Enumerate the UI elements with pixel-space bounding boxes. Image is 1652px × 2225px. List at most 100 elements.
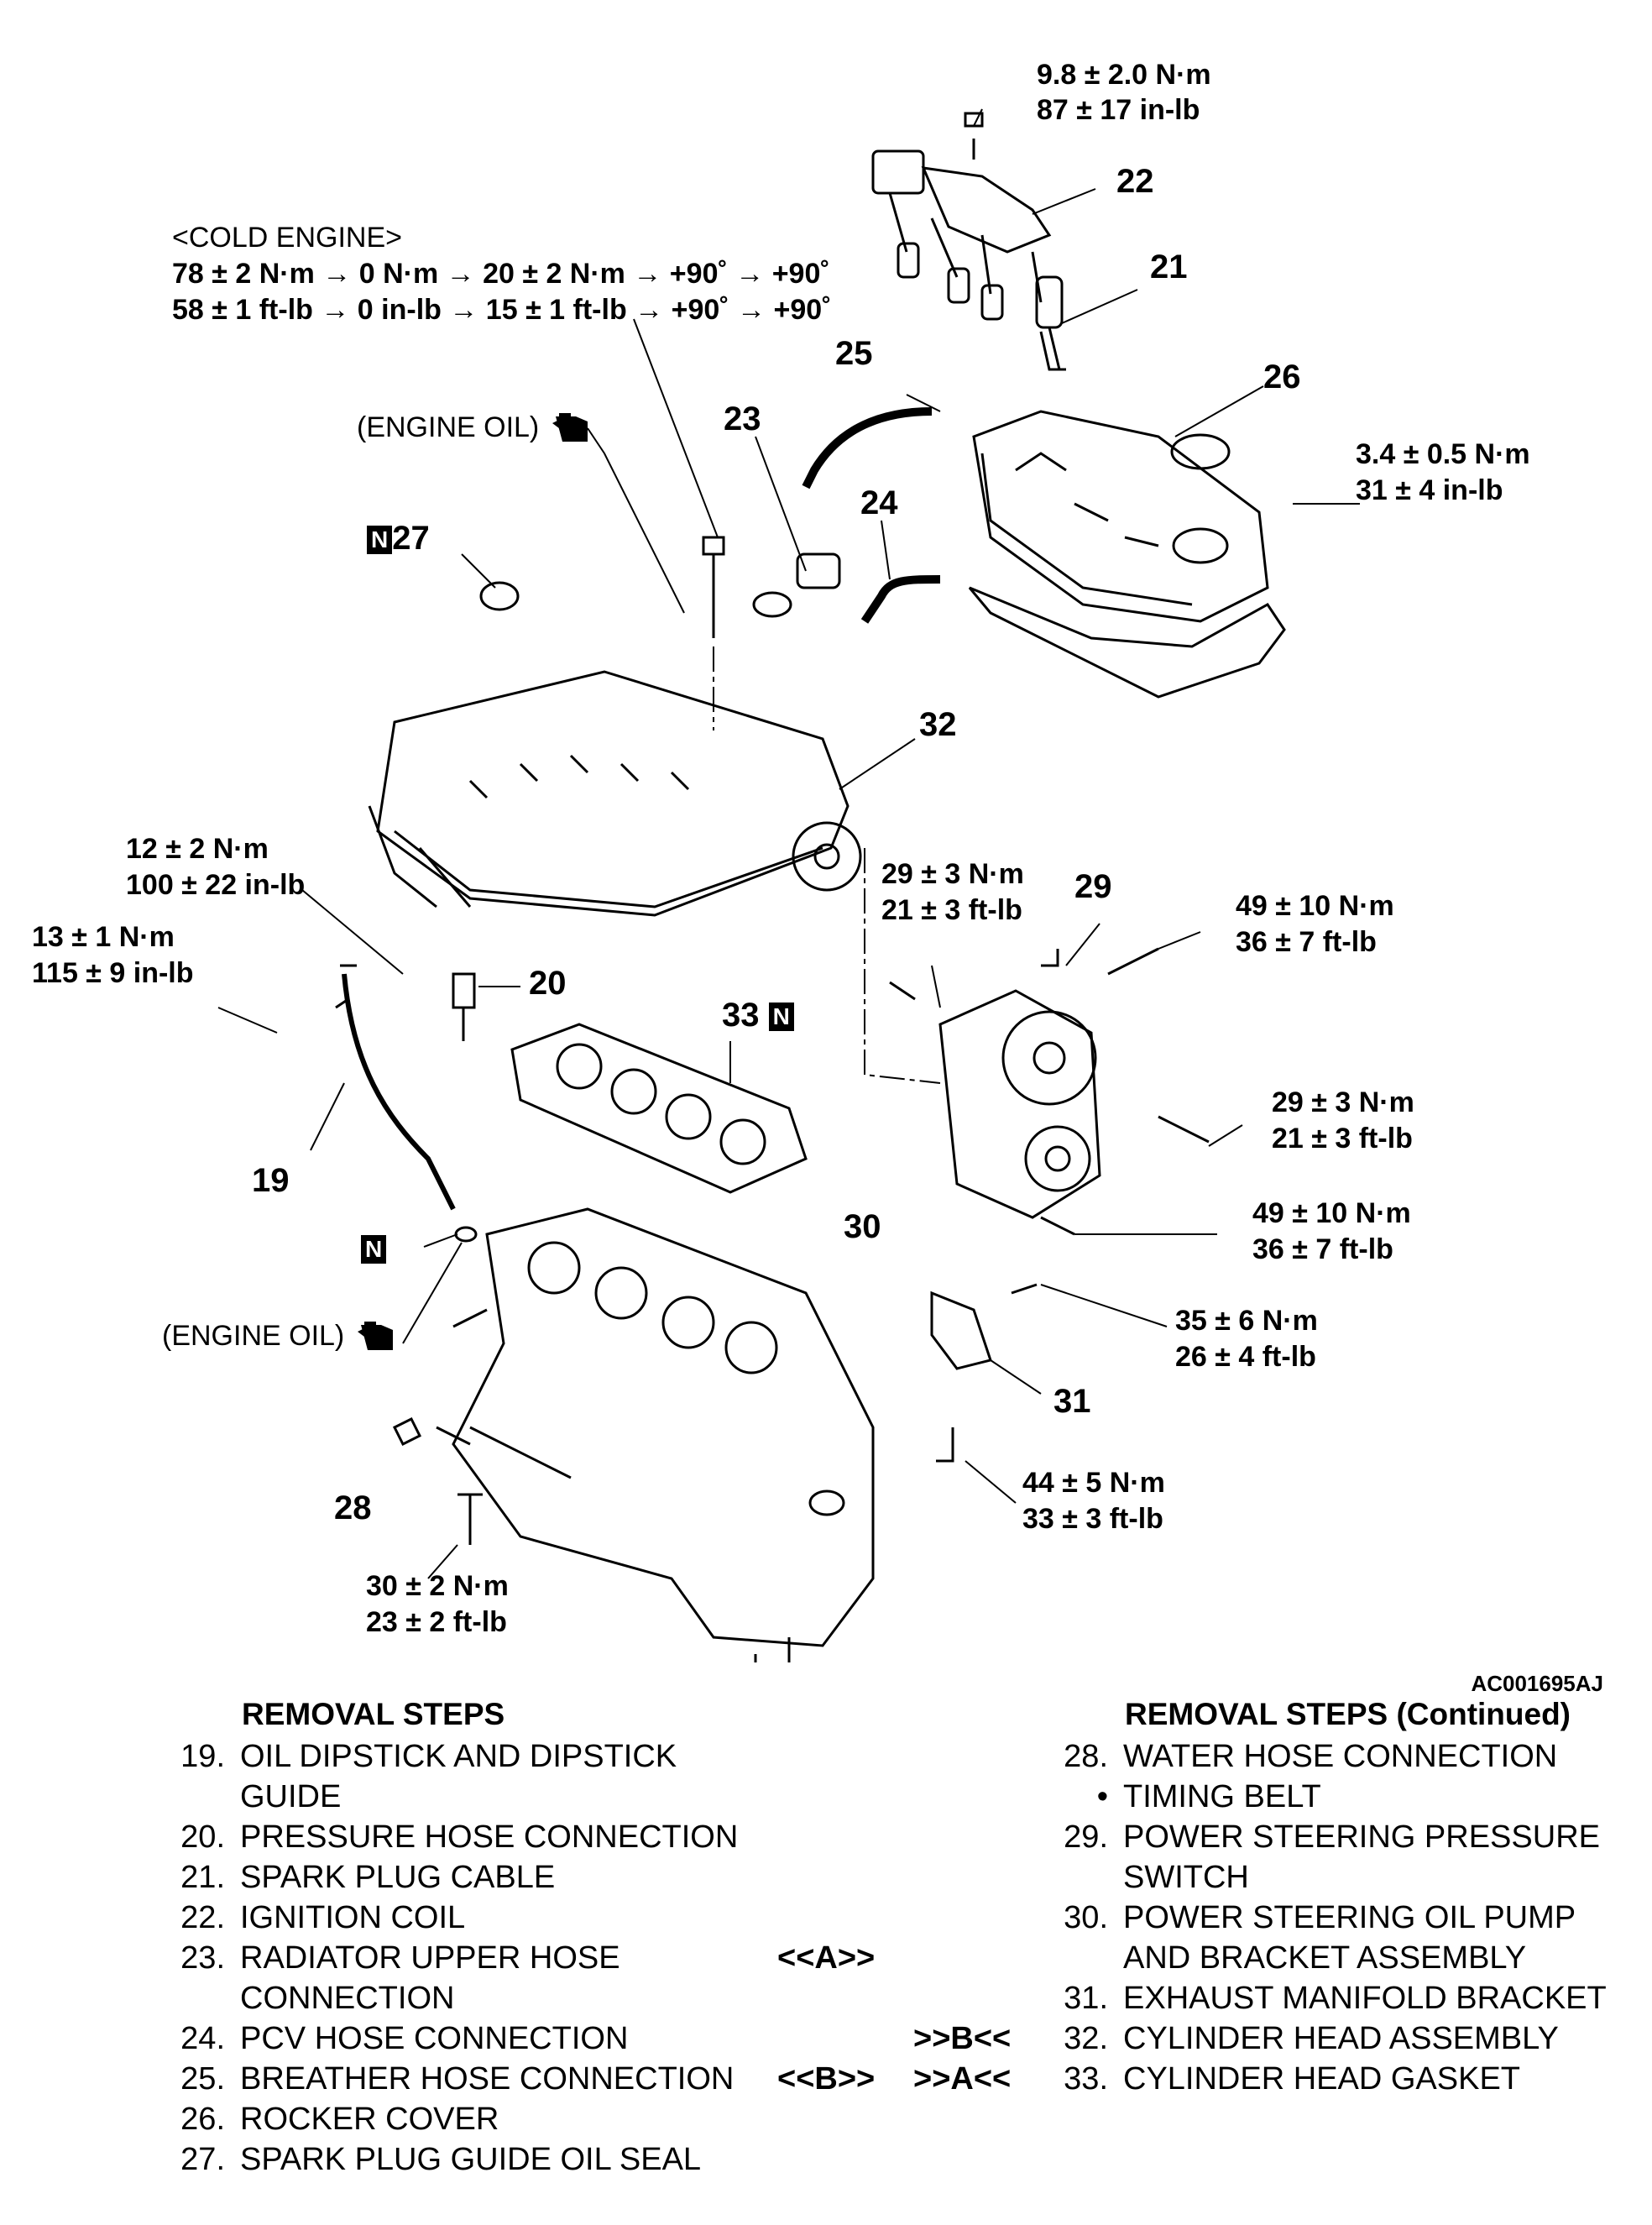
ps-pump-drawing (889, 947, 1210, 1236)
coil-torque-inlb: 87 ± 17 in-lb (1037, 94, 1200, 126)
steps-list: 19. OIL DIPSTICK AND DIPSTICK GUIDE 20. PRES… (166, 1736, 1022, 2180)
step-text: PRESSURE HOSE CONNECTION (240, 1819, 739, 1855)
step-text: OIL DIPSTICK AND DIPSTICK (240, 1739, 677, 1774)
step-number: 24. (180, 2021, 225, 2056)
step-number: • (1096, 1779, 1108, 1814)
step-number: 23. (180, 1940, 225, 1976)
step-row: 22. IGNITION COIL (166, 1898, 1022, 1938)
step-row: SWITCH (1049, 1857, 1637, 1898)
callout-24: 24 (860, 484, 898, 521)
step-row: 28.WATER HOSE CONNECTION (1049, 1736, 1637, 1777)
step-text: CYLINDER HEAD GASKET (1123, 2061, 1520, 2097)
pump-right-torque-ftlb: 21 ± 3 ft-lb (1272, 1123, 1413, 1154)
cover-torque-inlb: 31 ± 4 in-lb (1356, 474, 1503, 506)
step-text: GUIDE (240, 1779, 342, 1814)
exploded-engine-diagram: 9.8 ± 2.0 N·m 87 ± 17 in-lb 22 21 <COLD … (32, 59, 1530, 1662)
step-text: AND BRACKET ASSEMBLY (1123, 1940, 1527, 1976)
step-text: SWITCH (1123, 1860, 1249, 1895)
step-text: SPARK PLUG GUIDE OIL SEAL (240, 2142, 702, 2177)
pump-bolt-torque-ftlb: 36 ± 7 ft-lb (1236, 926, 1377, 958)
bracket-torque-nm: 35 ± 6 N·m (1175, 1305, 1318, 1337)
step-row: AND BRACKET ASSEMBLY (1049, 1938, 1637, 1978)
step-row: 24.PCV HOSE CONNECTION>>B<< (166, 2018, 1022, 2059)
steps-heading: REMOVAL STEPS (242, 1697, 505, 1731)
callout-30: 30 (844, 1208, 881, 1245)
callout-33: 33 N (722, 997, 794, 1033)
pressure-switch-drawing (452, 972, 476, 1041)
engine-oil-text: (ENGINE OIL) (357, 411, 540, 443)
ignition-coil-drawing (871, 112, 1066, 371)
removal-service-mark: <<A>> (777, 1940, 876, 1976)
step-text: EXHAUST MANIFOLD BRACKET (1123, 1981, 1607, 2016)
step-text: CONNECTION (240, 1981, 455, 2016)
step-number: 31. (1064, 1981, 1108, 2016)
step-text: CYLINDER HEAD ASSEMBLY (1123, 2021, 1559, 2056)
leader-lines (217, 108, 1360, 1579)
removal-steps-left: REMOVAL STEPS 19. OIL DIPSTICK AND DIPSTI… (166, 1694, 1022, 2180)
step-row: 27. SPARK PLUG GUIDE OIL SEAL (166, 2139, 1022, 2180)
step-number: 25. (180, 2061, 225, 2097)
oil-can-icon (552, 413, 588, 442)
removal-service-mark: <<B>> (777, 2061, 876, 2097)
pump-top-torque-ftlb: 21 ± 3 ft-lb (881, 894, 1022, 926)
hose-torque-nm: 30 ± 2 N·m (366, 1570, 509, 1602)
cold-engine-note: <COLD ENGINE> (172, 222, 402, 254)
callout-33-num: 33 (722, 997, 760, 1034)
new-part-icon: N (768, 1003, 794, 1032)
step-text: ROCKER COVER (240, 2102, 499, 2137)
step-text: POWER STEERING PRESSURE (1123, 1819, 1600, 1855)
bracket-low-torque-ftlb: 33 ± 3 ft-lb (1022, 1503, 1163, 1535)
step-text: BREATHER HOSE CONNECTION (240, 2061, 735, 2097)
installation-service-mark: >>A<< (913, 2061, 1012, 2097)
engine-block-drawing (392, 1207, 875, 1662)
head-gasket-drawing (510, 1023, 808, 1194)
steps-continued-heading: REMOVAL STEPS (Continued) (1125, 1697, 1571, 1731)
figure-code: AC001695AJ (1471, 1671, 1603, 1696)
head-torque-ftlb: 58 ± 1 ft-lb → 0 in-lb → 15 ± 1 ft-lb → … (172, 294, 832, 326)
installation-service-mark: >>B<< (913, 2021, 1012, 2056)
step-number: 29. (1064, 1819, 1108, 1855)
step-row: CONNECTION (166, 1978, 1022, 2018)
pump-right-torque-nm: 29 ± 3 N·m (1272, 1086, 1414, 1118)
bracket-torque-ftlb: 26 ± 4 ft-lb (1175, 1341, 1316, 1373)
step-number: 26. (180, 2102, 225, 2137)
head-bolt-drawing (702, 536, 725, 638)
step-number: 21. (180, 1860, 225, 1895)
callout-25: 25 (835, 335, 873, 372)
new-part-icon: N (367, 526, 393, 555)
rocker-cover-drawing (968, 410, 1286, 699)
step-text: IGNITION COIL (240, 1900, 466, 1935)
bracket-low-torque-nm: 44 ± 5 N·m (1022, 1467, 1165, 1499)
step-number: 19. (180, 1739, 225, 1774)
step-number: 22. (180, 1900, 225, 1935)
callout-22: 22 (1116, 163, 1154, 200)
step-row: 21.SPARK PLUG CABLE (166, 1857, 1022, 1898)
step-number: 20. (180, 1819, 225, 1855)
oil-can-icon (357, 1322, 393, 1351)
step-text: TIMING BELT (1123, 1779, 1321, 1814)
callout-29: 29 (1074, 868, 1112, 905)
pump-low-torque-nm: 49 ± 10 N·m (1252, 1197, 1411, 1229)
bracket-bolt-drawing (936, 1427, 954, 1463)
pressure-torque-nm: 12 ± 2 N·m (126, 833, 269, 865)
step-row: 25. BREATHER HOSE CONNECTION <<B>> >>A<< (166, 2059, 1022, 2099)
oil-seal-drawing (479, 581, 520, 611)
engine-oil-label-bottom: (ENGINE OIL) (162, 1318, 398, 1353)
pump-low-torque-ftlb: 36 ± 7 ft-lb (1252, 1233, 1393, 1265)
coil-torque-nm: 9.8 ± 2.0 N·m (1037, 59, 1211, 91)
step-row: 20. PRESSURE HOSE CONNECTION (166, 1817, 1022, 1857)
pump-bolt-torque-nm: 49 ± 10 N·m (1236, 890, 1394, 922)
callout-20: 20 (529, 965, 567, 1002)
engine-illustration (217, 108, 1360, 1662)
hoses-drawing (752, 407, 941, 624)
step-number: 30. (1064, 1900, 1108, 1935)
step-row: GUIDE (166, 1777, 1022, 1817)
exhaust-bracket-drawing (930, 1283, 1038, 1370)
cylinder-head-drawing (368, 670, 862, 917)
step-number: 27. (180, 2142, 225, 2177)
cover-torque-nm: 3.4 ± 0.5 N·m (1356, 438, 1530, 470)
callout-32: 32 (919, 706, 957, 743)
step-number: 32. (1064, 2021, 1108, 2056)
removal-steps-right: REMOVAL STEPS (Continued) 28.WATER HOSE … (1049, 1694, 1637, 2099)
